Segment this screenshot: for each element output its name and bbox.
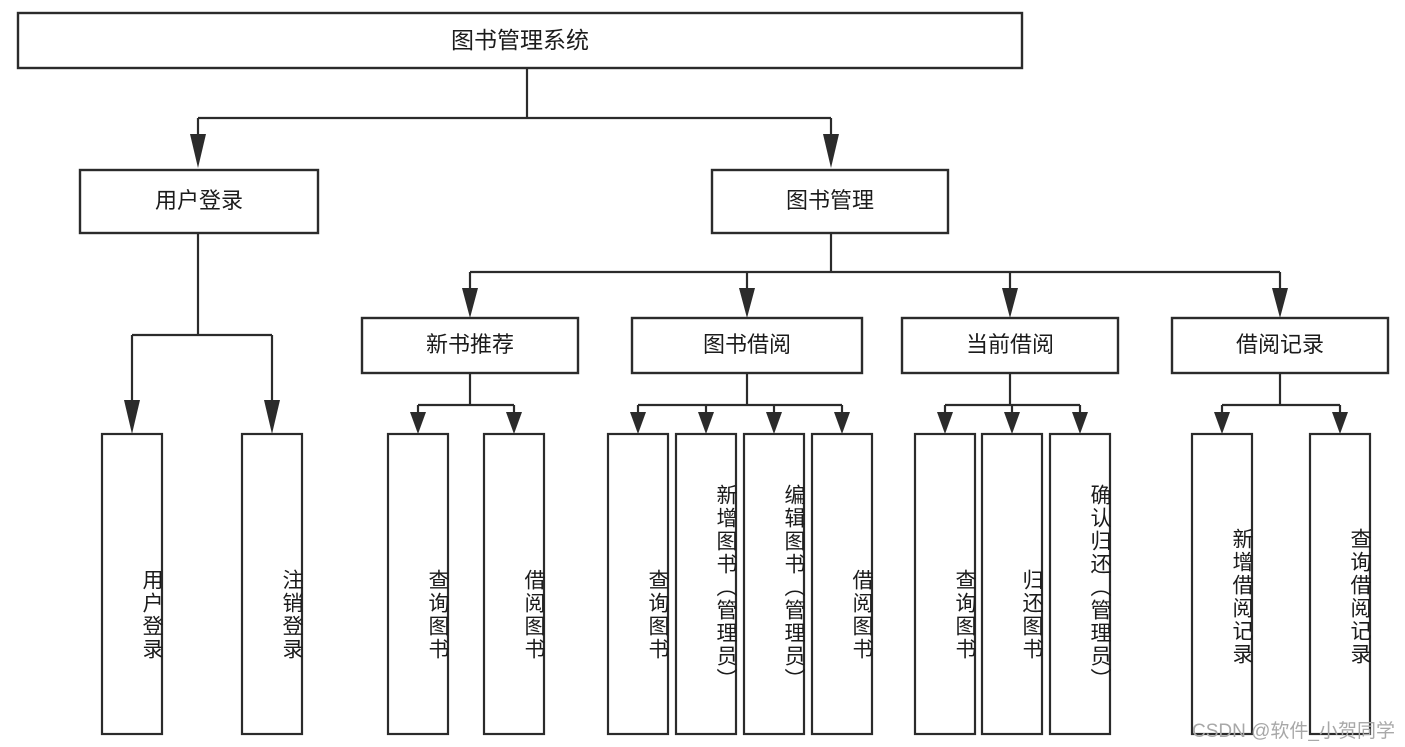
arrow-head-leaf-book-borrow-3 [834, 412, 850, 434]
leaf-box-new-book-0[interactable] [386, 432, 450, 736]
arrow-head-leaf-book-borrow-2 [766, 412, 782, 434]
node-new-book-box[interactable] [360, 316, 580, 375]
node-current-borrow-box[interactable] [900, 316, 1120, 375]
node-book-borrow-box[interactable] [630, 316, 864, 375]
node-borrow-record-box[interactable] [1170, 316, 1390, 375]
leaf-box-user-login-0[interactable] [100, 432, 164, 736]
node-root-label: 图书管理系统 [451, 27, 589, 53]
arrow-head-leaf-current-borrow-2 [1072, 412, 1088, 434]
arrow-head-leaf-new-book-0 [410, 412, 426, 434]
arrow-head-user-login [190, 134, 206, 168]
arrow-head-leaf-borrow-record-1 [1332, 412, 1348, 434]
arrow-head-borrow-record [1272, 288, 1288, 318]
csdn-watermark: CSDN @软件_小贺同学 [1192, 721, 1395, 742]
leaf-box-borrow-record-1[interactable] [1308, 432, 1372, 736]
arrow-head-book-manage [823, 134, 839, 168]
node-root[interactable]: 图书管理系统 [16, 11, 1024, 70]
arrow-head-leaf-book-borrow-0 [630, 412, 646, 434]
leaf-box-book-borrow-2[interactable] [742, 432, 806, 736]
leaf-boxes-book-borrow [606, 432, 874, 736]
node-user-login[interactable]: 用户登录 [78, 168, 320, 235]
arrow-head-leaf-user-login-0 [124, 400, 140, 434]
leaf-box-book-borrow-1[interactable] [674, 432, 738, 736]
node-book-manage[interactable]: 图书管理 [710, 168, 950, 235]
node-borrow-record[interactable]: 借阅记录 [1170, 316, 1390, 375]
node-user-login-label: 用户登录 [155, 188, 243, 213]
arrow-head-leaf-current-borrow-1 [1004, 412, 1020, 434]
leaf-box-book-borrow-3[interactable] [810, 432, 874, 736]
node-current-borrow-label: 当前借阅 [966, 332, 1054, 357]
leaf-box-current-borrow-0[interactable] [913, 432, 977, 736]
node-user-login-box[interactable] [78, 168, 320, 235]
node-book-manage-box[interactable] [710, 168, 950, 235]
leaf-box-new-book-1[interactable] [482, 432, 546, 736]
node-current-borrow[interactable]: 当前借阅 [900, 316, 1120, 375]
leaf-boxes-borrow-record [1190, 432, 1372, 736]
node-book-borrow-label: 图书借阅 [703, 332, 791, 357]
arrow-head-current-borrow [1002, 288, 1018, 318]
node-new-book-label: 新书推荐 [426, 332, 514, 357]
arrow-head-leaf-borrow-record-0 [1214, 412, 1230, 434]
arrow-head-leaf-new-book-1 [506, 412, 522, 434]
leaf-box-current-borrow-1[interactable] [980, 432, 1044, 736]
connector-layer [124, 68, 1348, 434]
leaf-boxes-current-borrow [913, 432, 1112, 736]
leaf-box-current-borrow-2[interactable] [1048, 432, 1112, 736]
node-book-borrow[interactable]: 图书借阅 [630, 316, 864, 375]
arrow-head-leaf-current-borrow-0 [937, 412, 953, 434]
node-root-box[interactable] [16, 11, 1024, 70]
node-new-book[interactable]: 新书推荐 [360, 316, 580, 375]
leaf-box-user-login-1[interactable] [240, 432, 304, 736]
arrow-head-leaf-user-login-1 [264, 400, 280, 434]
arrow-head-new-book [462, 288, 478, 318]
arrow-head-leaf-book-borrow-1 [698, 412, 714, 434]
arrow-head-book-borrow [739, 288, 755, 318]
leaf-boxes-user-login [100, 432, 304, 736]
leaf-box-book-borrow-0[interactable] [606, 432, 670, 736]
leaf-box-borrow-record-0[interactable] [1190, 432, 1254, 736]
node-book-manage-label: 图书管理 [786, 188, 874, 213]
node-borrow-record-label: 借阅记录 [1236, 332, 1324, 357]
leaf-boxes-new-book [386, 432, 546, 736]
